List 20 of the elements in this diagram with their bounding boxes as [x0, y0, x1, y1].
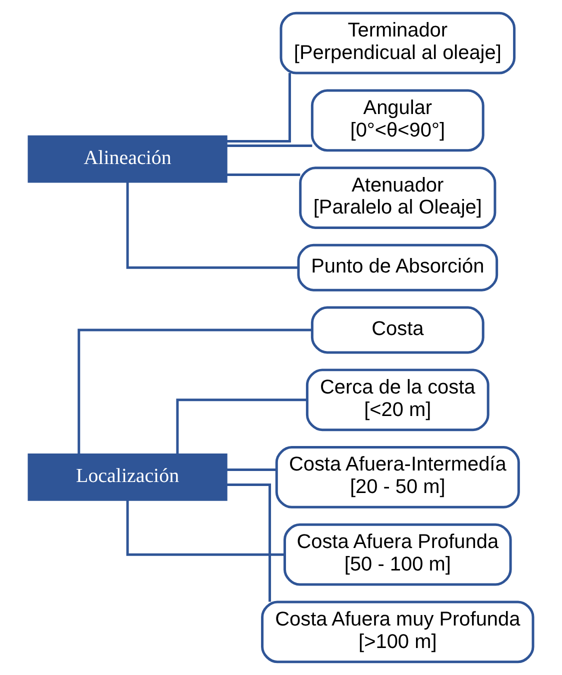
connector: [126, 500, 285, 556]
node-box: Atenuador [Paralelo al Oleaje]: [299, 166, 496, 229]
node-box: Costa Afuera Profunda [50 - 100 m]: [284, 523, 512, 586]
connector: [78, 328, 312, 455]
connector: [226, 144, 312, 148]
connector: [176, 398, 308, 454]
node-box: Alineación: [28, 135, 228, 183]
node-box: Costa Afuera-Intermedía [20 - 50 m]: [275, 446, 520, 508]
node-box: Punto de Absorción: [297, 244, 498, 292]
connector: [226, 483, 272, 602]
connector: [226, 173, 300, 176]
node-box: Terminador [Perpendicual al oleaje]: [280, 12, 516, 74]
node-box: Localización: [28, 454, 228, 501]
node-box: Angular [0°<θ<90°]: [310, 89, 484, 152]
node-box: Costa: [310, 306, 484, 354]
connector: [226, 73, 291, 142]
connector: [226, 468, 276, 471]
node-box: Cerca de la costa [<20 m]: [306, 368, 490, 432]
connector: [126, 182, 298, 269]
node-box: Costa Afuera muy Profunda [>100 m]: [261, 600, 534, 664]
